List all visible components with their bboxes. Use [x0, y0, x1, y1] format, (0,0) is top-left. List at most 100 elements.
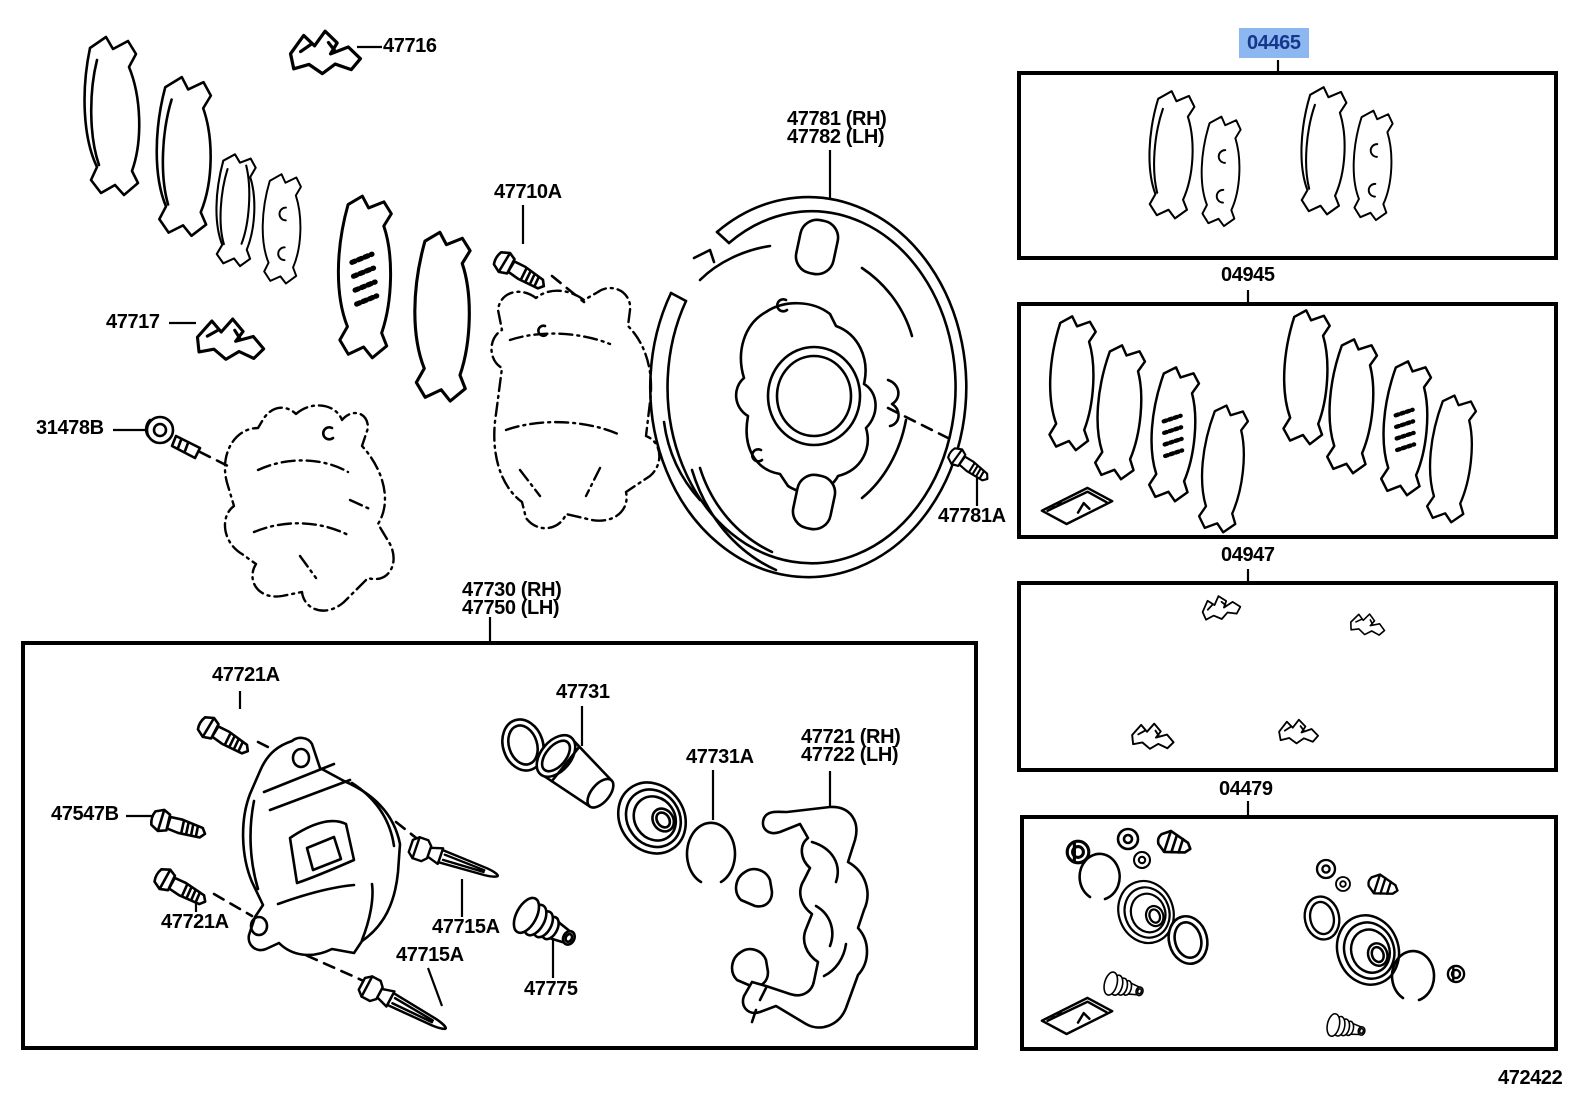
- kit-shim: [1088, 342, 1151, 482]
- part-callout-47547b[interactable]: 47547B: [51, 803, 119, 825]
- part-callout-47781-47782[interactable]: 47781 (RH) 47782 (LH): [787, 109, 887, 147]
- bleeder-screw-47547b: [147, 805, 210, 846]
- kit-box-04945: [1017, 302, 1558, 539]
- part-callout-47775[interactable]: 47775: [524, 978, 578, 1000]
- kit-pad-outer: [1294, 84, 1352, 217]
- kit-shim: [1420, 392, 1481, 526]
- kit-boxes: [21, 71, 1558, 1051]
- kit-fitting-clip: [1348, 609, 1389, 640]
- kit-shim-hatched: [1143, 365, 1203, 502]
- part-callout-line: 47722 (LH): [801, 744, 899, 766]
- bracket-phantom-detail: [504, 332, 620, 498]
- kit-shim-hatched: [1375, 359, 1435, 496]
- kit-04465-contents: [1142, 84, 1398, 228]
- caliper-assembly-contents: [147, 711, 869, 1040]
- dust-shield-group: [649, 195, 994, 579]
- leader-lines: [113, 45, 1280, 1007]
- kit-set-ring: [1390, 949, 1436, 1002]
- torque-plate-bracket: [730, 805, 869, 1029]
- brake-pad-friction: [211, 152, 260, 268]
- piston-boot: [603, 768, 701, 868]
- slide-pin-47715a-upper: [406, 834, 503, 888]
- dust-shield-rim-notch: [669, 230, 731, 303]
- kit-04945-contents: [1040, 307, 1481, 536]
- caliper-piston-47731: [535, 733, 615, 809]
- caliper-phantom-group: [144, 404, 395, 612]
- part-callout-line: 47721 (RH): [801, 726, 901, 748]
- part-callout-47710a[interactable]: 47710A: [494, 181, 562, 203]
- part-callout-04465[interactable]: 04465: [1239, 28, 1309, 58]
- anti-squeal-shim-hatched: [334, 195, 395, 359]
- part-callout-47721-47722[interactable]: 47721 (RH) 47722 (LH): [801, 726, 901, 766]
- kit-04479-contents: [1040, 826, 1466, 1044]
- kit-ring: [1132, 850, 1152, 870]
- bracket-bolt-47710a: [489, 246, 551, 297]
- kit-pad-inner: [1195, 114, 1246, 228]
- part-callout-47721a-top[interactable]: 47721A: [212, 664, 280, 686]
- kit-ring: [1315, 858, 1337, 880]
- part-callout-47717[interactable]: 47717: [106, 311, 160, 333]
- set-ring-47731a: [685, 821, 737, 884]
- pin-boot-47775: [507, 892, 584, 959]
- kit-bleeder-boot: [1153, 826, 1196, 861]
- grease-packet: [1040, 486, 1114, 526]
- figure-code: 472422: [1498, 1067, 1563, 1089]
- grease-packet: [1040, 996, 1114, 1036]
- bracket-phantom-outline: [490, 286, 661, 530]
- part-callout-line: 47730 (RH): [462, 579, 562, 601]
- kit-piston-seal: [1299, 892, 1345, 944]
- hub-bolt-holes: [750, 298, 789, 463]
- kit-set-ring: [1078, 852, 1121, 901]
- kit-fitting-clip: [1199, 591, 1243, 623]
- part-callout-line: 47750 (LH): [462, 597, 560, 619]
- brake-pads-exploded-group: [83, 28, 476, 404]
- bracket-hole-mark: [537, 324, 548, 337]
- kit-shim: [1042, 313, 1101, 453]
- anti-squeal-shim-outer: [408, 229, 476, 404]
- part-callout-47716[interactable]: 47716: [383, 35, 437, 57]
- part-callout-47781a[interactable]: 47781A: [938, 505, 1006, 527]
- bracket-phantom-group: [489, 246, 661, 530]
- kit-fitting-clip: [1277, 717, 1321, 746]
- dust-shield-contours: [662, 244, 914, 572]
- brake-pad-backing-plate: [150, 74, 217, 238]
- part-callout-47731a[interactable]: 47731A: [686, 746, 754, 768]
- kit-pin-boot: [1324, 1011, 1368, 1044]
- caliper-bolt-47721a-top: [193, 711, 255, 762]
- part-callout-47730-47750[interactable]: 47730 (RH) 47750 (LH): [462, 579, 562, 619]
- kit-pin-boot: [1100, 969, 1147, 1005]
- kit-cap: [1446, 964, 1466, 984]
- brake-pad-inner: [257, 172, 306, 286]
- part-callout-47721a-bottom[interactable]: 47721A: [161, 911, 229, 933]
- pad-support-clip-47717: [193, 313, 269, 366]
- part-callout-47715a-upper[interactable]: 47715A: [432, 916, 500, 938]
- bleeder-plug-cap-31478b: [144, 415, 202, 460]
- part-callout-04945[interactable]: 04945: [1221, 264, 1275, 286]
- part-callout-04947[interactable]: 04947: [1221, 544, 1275, 566]
- part-callout-04479[interactable]: 04479: [1219, 778, 1273, 800]
- caliper-assembly-box: [21, 641, 978, 1050]
- caliper-phantom-detail: [252, 459, 374, 580]
- kit-shim: [1276, 307, 1335, 447]
- part-callout-31478b[interactable]: 31478B: [36, 417, 104, 439]
- caliper-housing: [241, 736, 402, 957]
- shield-mount-detail: [886, 378, 900, 428]
- kit-box-04479: [1020, 815, 1558, 1051]
- kit-shim: [1192, 402, 1253, 536]
- part-callout-47731[interactable]: 47731: [556, 681, 610, 703]
- shield-slot-bottom: [791, 473, 837, 531]
- kit-shim: [1320, 336, 1383, 476]
- kit-bleeder-boot: [1364, 870, 1402, 902]
- shield-slot-top: [794, 218, 840, 276]
- kit-fitting-clip: [1129, 719, 1177, 753]
- caliper-phantom-outline: [223, 404, 395, 612]
- kit-pad-outer: [1142, 88, 1200, 221]
- caliper-hole-mark: [321, 426, 335, 441]
- kit-pad-inner: [1347, 108, 1398, 222]
- part-callout-47715a-lower[interactable]: 47715A: [396, 944, 464, 966]
- kit-box-04465: [1017, 71, 1558, 260]
- kit-ring: [1335, 876, 1351, 892]
- brake-pad-backing-plate: [83, 35, 141, 197]
